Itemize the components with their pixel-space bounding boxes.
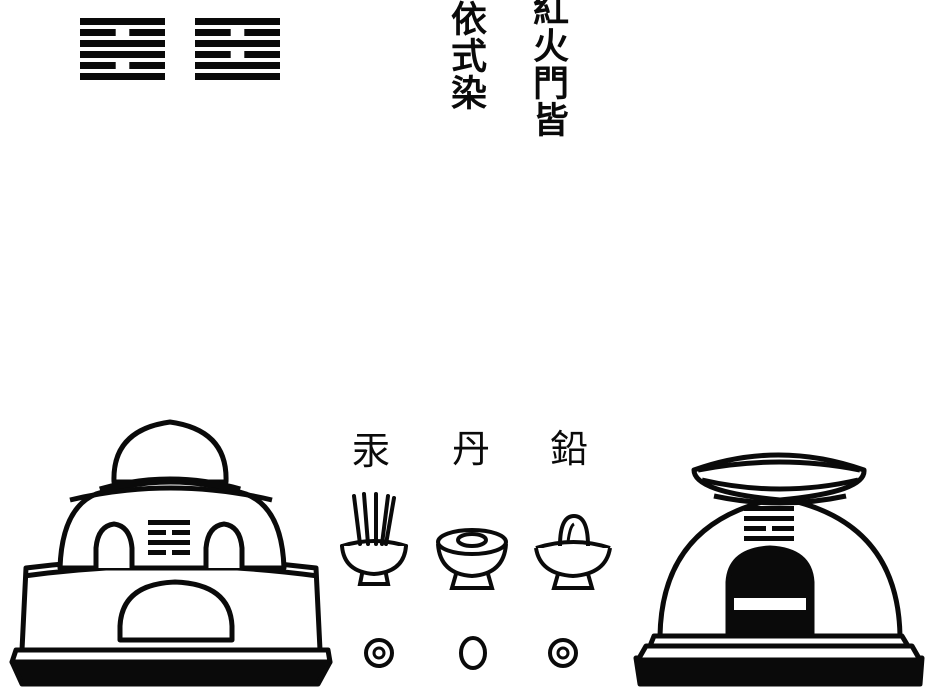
hexagram-line-yin (244, 29, 280, 36)
hexagram-line-yin (80, 62, 116, 69)
hexagram-left-icon (80, 18, 165, 80)
tiered-furnace-icon (9, 419, 333, 687)
hexagram-line-yin (129, 29, 165, 36)
hexagram-right-icon (195, 18, 280, 80)
hexagram-line-yang (195, 62, 280, 69)
hexagram-line-yang (80, 40, 165, 47)
hexagram-line-yang (195, 73, 280, 80)
lead-bowl-icon (534, 513, 612, 590)
double-ring-icon (364, 638, 394, 668)
hexagram-line-yin (129, 62, 165, 69)
label-lead: 鉛 (550, 427, 589, 471)
hexagram-line-yin (195, 29, 231, 36)
text-column-right: 紅火門皆 (527, 0, 569, 138)
dome-furnace-icon (633, 452, 925, 687)
hexagram-line-yin (195, 51, 231, 58)
hexagram-line-yin (244, 51, 280, 58)
incense-bowl-icon (340, 492, 408, 586)
label-cinnabar: 丹 (452, 427, 491, 471)
hexagram-line-yang (80, 18, 165, 25)
hexagram-line-yang (80, 73, 165, 80)
hexagram-line-yin (80, 29, 116, 36)
hexagram-line-yang (195, 18, 280, 25)
single-ring-icon (459, 636, 487, 670)
text-column-left: 依式染 (445, 0, 487, 111)
label-mercury: 汞 (352, 429, 391, 473)
target-ring-icon (548, 638, 578, 668)
hexagram-line-yang (195, 40, 280, 47)
hexagram-line-yang (80, 51, 165, 58)
cinnabar-bowl-icon (436, 528, 508, 590)
